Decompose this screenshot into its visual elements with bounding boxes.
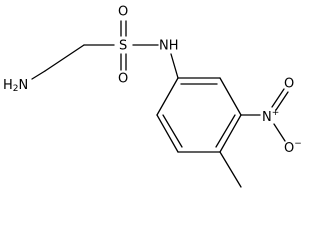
nitro-n: N xyxy=(262,110,272,125)
amine-h: H xyxy=(3,78,13,93)
bond-nh-ring xyxy=(170,53,179,79)
amine-subscript: 2 xyxy=(13,84,19,94)
nitro-o-lower: O xyxy=(284,141,294,156)
amine-n: N xyxy=(19,78,29,93)
atom-labels: H2N S O O NH N+ O O− xyxy=(3,5,302,156)
sulfur-label: S xyxy=(119,39,127,54)
amine-label: H2N xyxy=(3,78,28,94)
ring-inner-bond-b xyxy=(215,114,236,148)
nitro-o-lower-label: O− xyxy=(284,139,302,156)
amide-nh-label: NH xyxy=(159,39,179,54)
chemical-structure-diagram: H2N S O O NH N+ O O− xyxy=(3,5,302,188)
ring-bond-6-1 xyxy=(156,77,179,116)
ring-bond-5-6 xyxy=(156,114,179,153)
nitro-n-label: N+ xyxy=(262,108,279,125)
bonds xyxy=(31,20,289,188)
ring-inner-bond-c xyxy=(162,114,183,148)
bond-nitro-o-lower xyxy=(273,123,286,142)
bond-nitro-o-upper-b xyxy=(275,91,289,111)
bond-c1-c2 xyxy=(44,44,85,72)
bond-n-c1 xyxy=(31,70,46,80)
nitro-o-upper-label: O xyxy=(284,77,294,92)
ring-bond-2-3 xyxy=(219,77,242,116)
nitro-o-minus: − xyxy=(294,139,302,149)
nitro-plus: + xyxy=(272,108,280,118)
oxygen-bottom-label: O xyxy=(118,72,128,87)
ring-bond-3-4 xyxy=(219,114,242,153)
bond-ring-methyl xyxy=(219,151,242,188)
bond-nitro-o-upper-a xyxy=(271,88,285,108)
oxygen-top-label: O xyxy=(118,5,128,20)
